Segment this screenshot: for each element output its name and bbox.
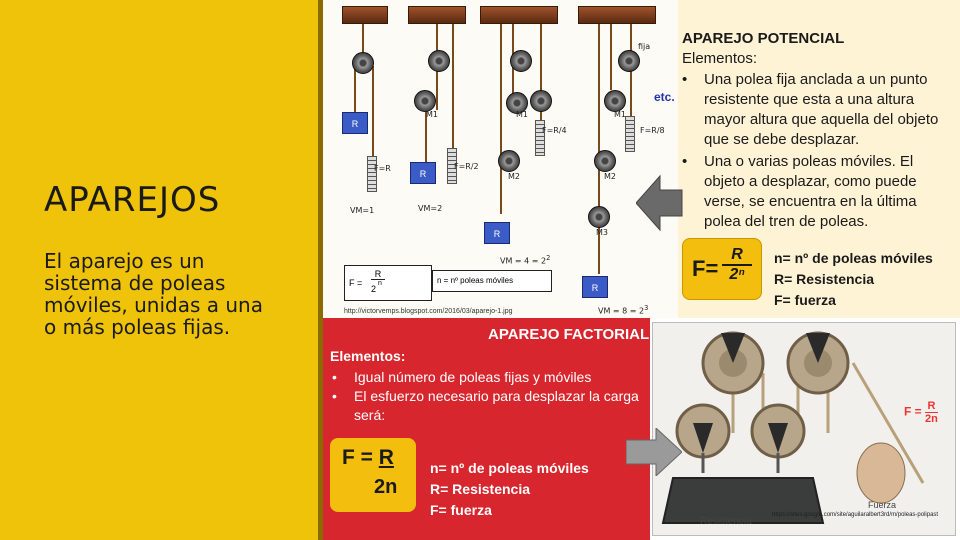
body-prefix: El xyxy=(44,249,69,273)
rope xyxy=(598,24,600,274)
rope xyxy=(362,24,364,60)
pulley xyxy=(594,150,616,172)
rope xyxy=(372,66,374,162)
pulley-illustration xyxy=(653,323,955,535)
pulley xyxy=(604,90,626,112)
diagram-formula-desc: n = nº poleas móviles xyxy=(432,270,552,292)
label-etc: etc. xyxy=(654,90,675,104)
label-vm4: VM = 4 = 22 xyxy=(500,254,551,266)
pulley xyxy=(618,50,640,72)
pulley xyxy=(530,90,552,112)
load-box: R xyxy=(582,276,608,298)
potencial-definitions: n= nº de poleas móviles R= Resistencia F… xyxy=(774,250,933,308)
label-fr: F=R xyxy=(374,164,391,173)
label-m1: M1 xyxy=(426,110,438,119)
label-vm1: VM=1 xyxy=(350,206,375,215)
list-item: •Una polea fija anclada a un punto resis… xyxy=(682,71,939,148)
diagram-formula: F = R 2 n xyxy=(344,265,432,301)
dynamometer xyxy=(367,156,377,192)
label-m1: M1 xyxy=(614,110,626,119)
rope xyxy=(452,24,454,154)
left-panel xyxy=(0,0,318,540)
label-vm2: VM=2 xyxy=(418,204,443,213)
photo-label-resistencia: Resistencia xyxy=(700,516,752,527)
photo-source-url: https://sites.google.com/site/aguilaralb… xyxy=(772,512,939,518)
label-m2: M2 xyxy=(508,172,520,181)
ceiling-beam xyxy=(480,6,558,24)
ceiling-beam xyxy=(408,6,466,24)
load-box: R xyxy=(484,222,510,244)
rope xyxy=(540,24,542,124)
factorial-subtitle: Elementos: xyxy=(330,348,406,364)
rope xyxy=(500,24,502,214)
dynamometer xyxy=(625,116,635,152)
label-fr2: F=R/2 xyxy=(454,162,479,171)
arrow-right-icon xyxy=(626,428,682,476)
list-item: •Una o varias poleas móviles. El objeto … xyxy=(682,153,917,230)
diagram-source-url: http://victorvemps.blogspot.com/2016/03/… xyxy=(344,308,513,315)
label-fr8: F=R/8 xyxy=(640,126,665,135)
load-box: R xyxy=(410,162,436,184)
list-item: •El esfuerzo necesario para desplazar la… xyxy=(332,388,639,423)
potencial-title: APAREJO POTENCIAL xyxy=(682,30,845,47)
photo-label-fuerza: Fuerza xyxy=(868,500,897,510)
factorial-title: APAREJO FACTORIAL xyxy=(488,326,650,343)
potencial-formula-f: F= xyxy=(692,256,719,281)
rope xyxy=(610,24,612,90)
rope xyxy=(354,66,356,112)
body-keyword: aparejo xyxy=(68,249,144,273)
body-rest: es un sistema de poleas móviles, unidas … xyxy=(44,249,263,339)
ceiling-beam xyxy=(578,6,656,24)
factorial-definitions: n= nº de poleas móviles R= Resistencia F… xyxy=(430,460,589,518)
factorial-formula-bottom: 2n xyxy=(374,476,398,498)
potencial-list: •Una polea fija anclada a un punto resis… xyxy=(682,70,954,234)
pulley xyxy=(428,50,450,72)
rope xyxy=(425,110,427,166)
pulley-photo xyxy=(652,322,956,536)
label-vm8: VM = 8 = 23 xyxy=(598,304,649,316)
ceiling-beam xyxy=(342,6,388,24)
potencial-formula-fraction: R 2ⁿ xyxy=(722,246,752,284)
slide-body: El aparejo es un sistema de poleas móvil… xyxy=(44,250,274,338)
label-fija: fija xyxy=(638,42,651,51)
factorial-formula-top: F = R xyxy=(342,446,394,469)
factorial-formula-box xyxy=(330,438,416,512)
pulley xyxy=(498,150,520,172)
pulley xyxy=(352,52,374,74)
label-fr4: F=R/4 xyxy=(542,126,567,135)
pulley xyxy=(588,206,610,228)
pulley xyxy=(506,92,528,114)
label-m3: M3 xyxy=(596,228,608,237)
dynamometer xyxy=(535,120,545,156)
label-m1: M1 xyxy=(516,110,528,119)
pulley xyxy=(414,90,436,112)
potencial-formula-box xyxy=(682,238,762,300)
slide-title: APAREJOS xyxy=(44,180,221,220)
rope xyxy=(630,24,632,124)
pulley xyxy=(510,50,532,72)
factorial-list: •Igual número de poleas fijas y móviles … xyxy=(330,368,644,425)
potencial-subtitle: Elementos: xyxy=(682,50,758,67)
load-box: R xyxy=(342,112,368,134)
label-m2: M2 xyxy=(604,172,616,181)
left-panel-edge xyxy=(318,0,323,540)
dynamometer xyxy=(447,148,457,184)
list-item: •Igual número de poleas fijas y móviles xyxy=(332,369,592,385)
arrow-left-icon xyxy=(636,174,683,232)
